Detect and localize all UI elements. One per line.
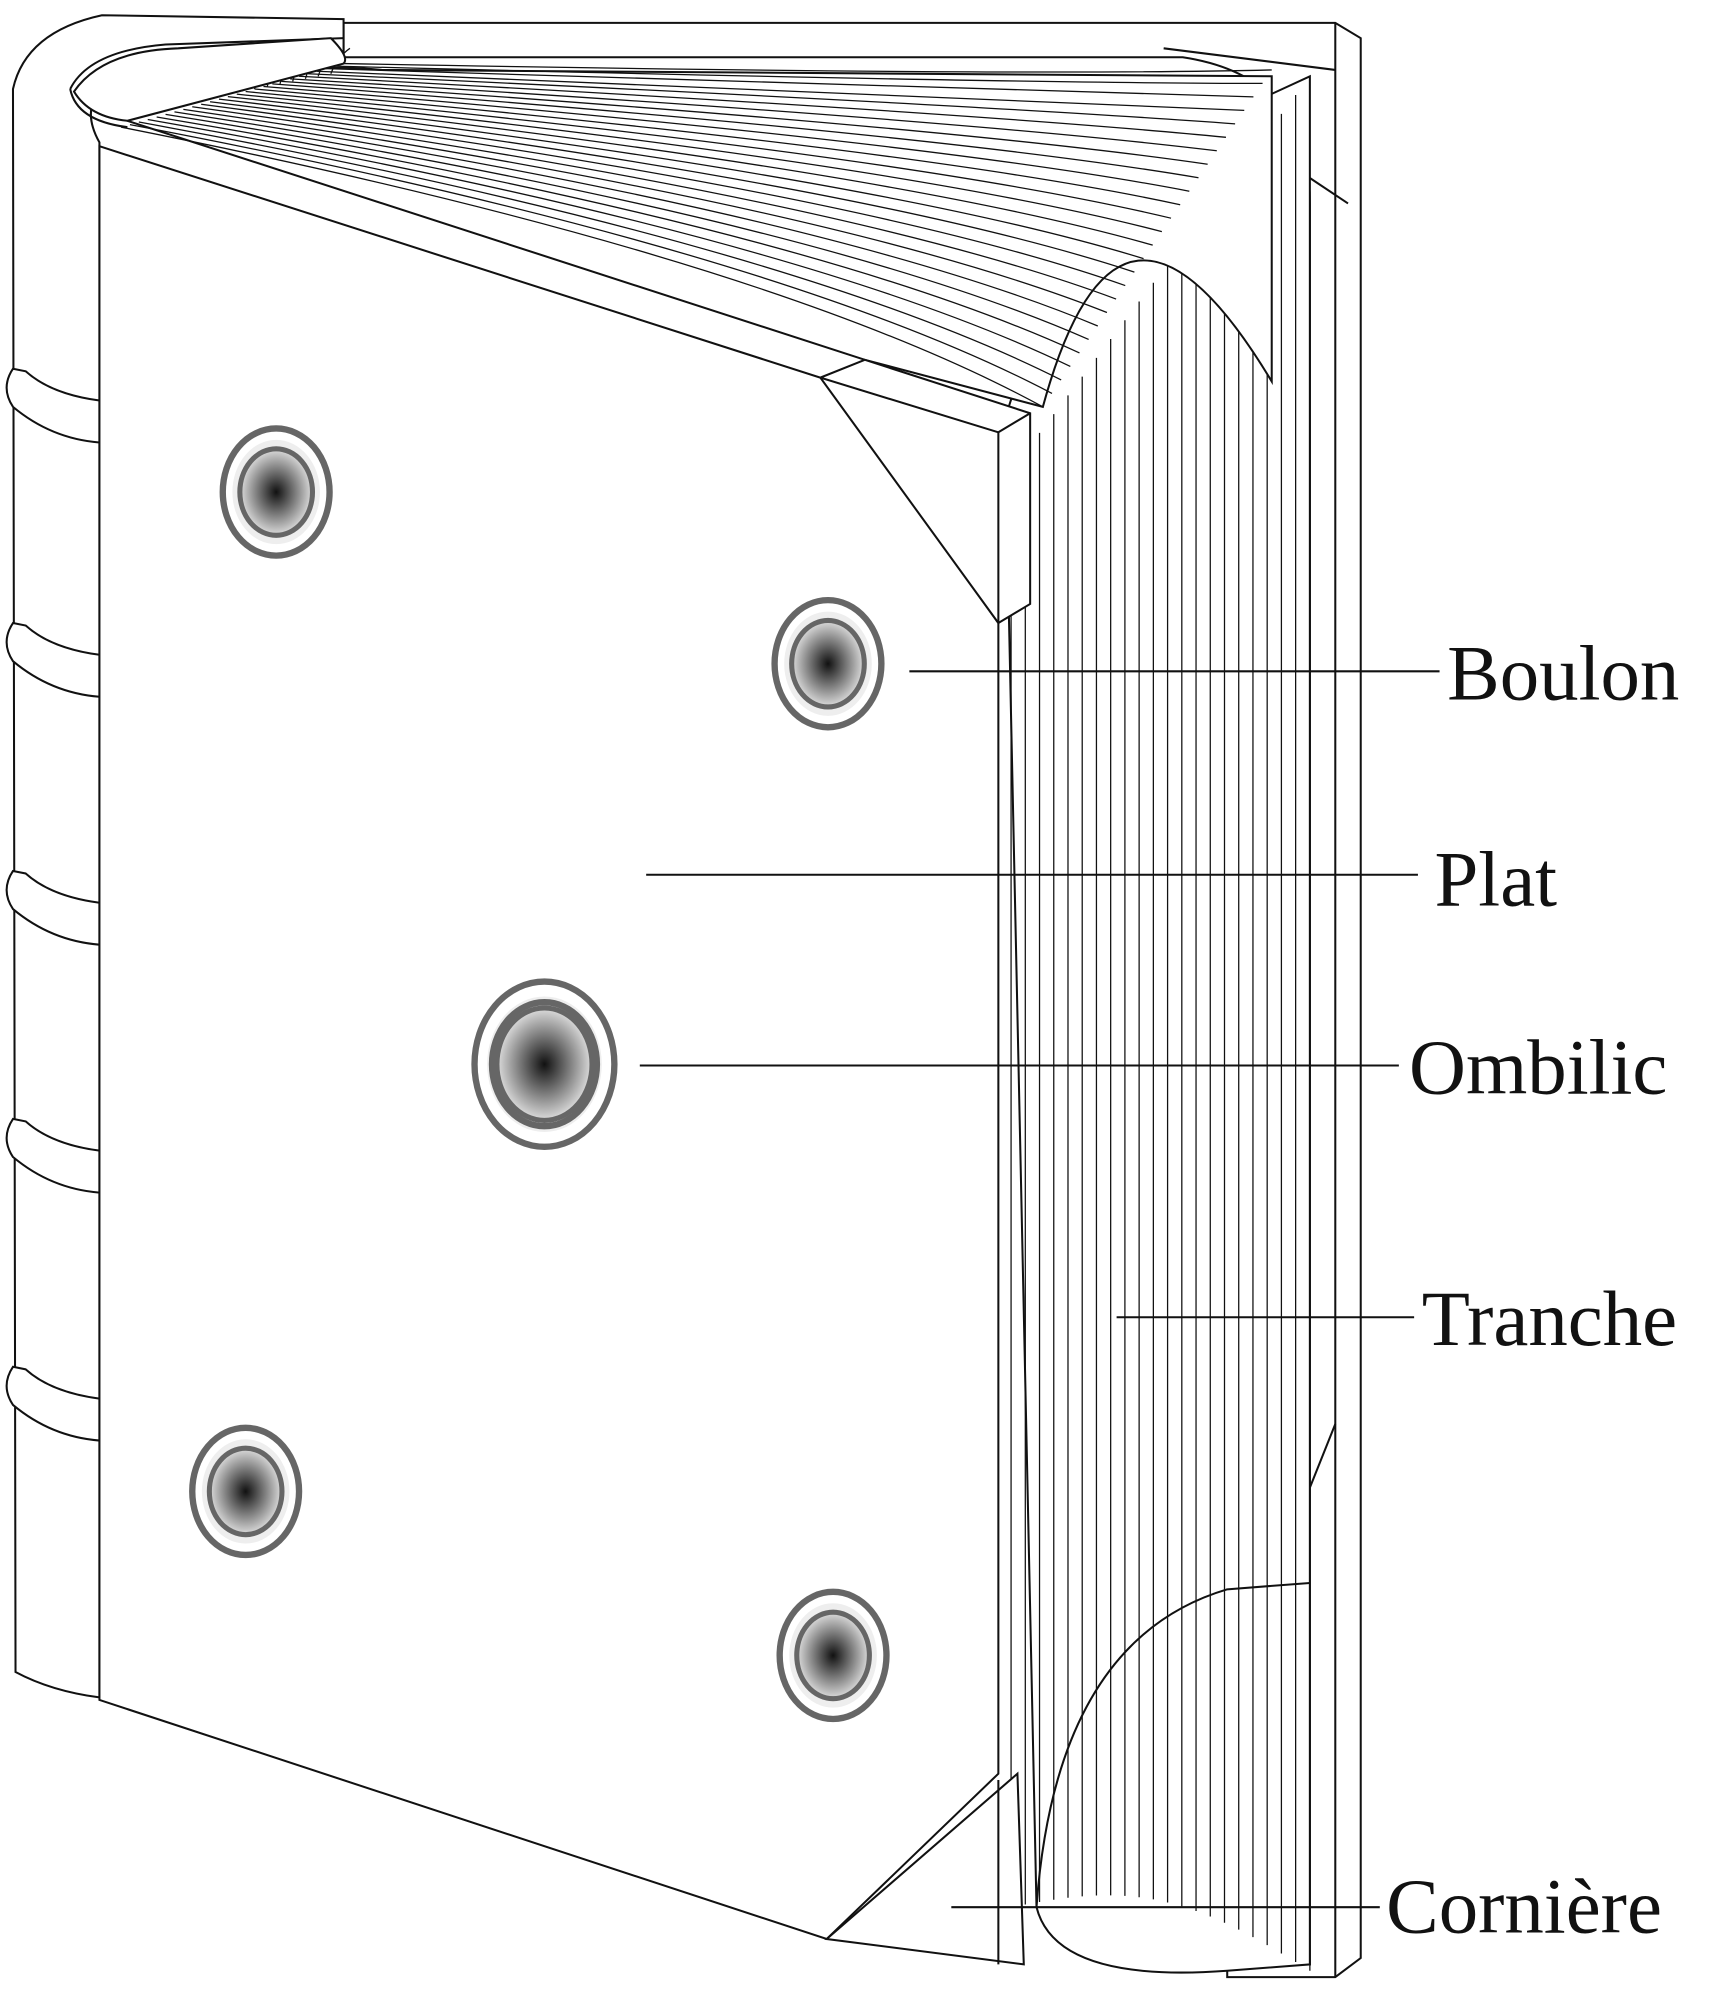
page-top-line: [236, 93, 1163, 233]
page-top-line: [174, 111, 1099, 327]
label-tranche: Tranche: [1116, 1276, 1677, 1363]
page-top-line: [183, 108, 1108, 314]
page-top-line: [290, 78, 1217, 152]
label-ombilic-text: Ombilic: [1409, 1024, 1667, 1111]
spine-bands: [5, 367, 101, 1442]
page-top-line: [129, 123, 1053, 394]
page-top-line: [334, 65, 1263, 85]
label-corniere-text: Cornière: [1386, 1864, 1662, 1951]
page-top-line: [147, 118, 1071, 368]
label-tranche-text: Tranche: [1422, 1276, 1677, 1363]
corner-piece-top: [818, 358, 1032, 625]
boss-center-ombilic: [471, 978, 618, 1151]
boss-bottom-right: [776, 1588, 890, 1723]
page-top-line: [218, 98, 1144, 260]
page-top-line: [165, 113, 1089, 341]
spine-band: [5, 367, 101, 444]
corner-piece-bottom: [824, 1771, 1025, 1966]
page-top-line: [343, 62, 1272, 73]
page-top-line: [120, 126, 1044, 408]
page-top-line: [254, 88, 1181, 206]
boss-top-left: [219, 425, 333, 559]
page-top-line: [192, 106, 1117, 300]
spine-band: [5, 621, 101, 698]
page-top-line: [156, 116, 1080, 354]
page-top-line: [299, 75, 1227, 138]
spine-band: [5, 1117, 101, 1194]
top-pages-fan: [114, 47, 1273, 409]
boss-top-right: [771, 596, 885, 731]
label-corniere: Cornière: [951, 1864, 1662, 1951]
page-top-line: [263, 85, 1190, 192]
page-top-line: [201, 103, 1126, 287]
label-plat-text: Plat: [1434, 836, 1557, 923]
page-top-line: [227, 95, 1153, 246]
label-boulon-text: Boulon: [1447, 630, 1679, 717]
label-boulon: Boulon: [909, 630, 1679, 717]
page-top-line: [245, 90, 1172, 219]
page-top-line: [209, 101, 1135, 273]
fore-edge-pages: [1003, 74, 1311, 1974]
spine: [5, 14, 347, 1699]
label-plat: Plat: [646, 836, 1557, 923]
label-ombilic: Ombilic: [639, 1024, 1667, 1111]
spine-band: [5, 1365, 101, 1442]
boss-bottom-left: [189, 1424, 303, 1559]
page-top-line: [307, 73, 1236, 125]
page-top-line: [138, 121, 1062, 381]
page-top-line: [272, 83, 1199, 179]
spine-band: [5, 869, 101, 946]
page-top-line: [281, 80, 1208, 165]
bosses: [189, 425, 890, 1723]
